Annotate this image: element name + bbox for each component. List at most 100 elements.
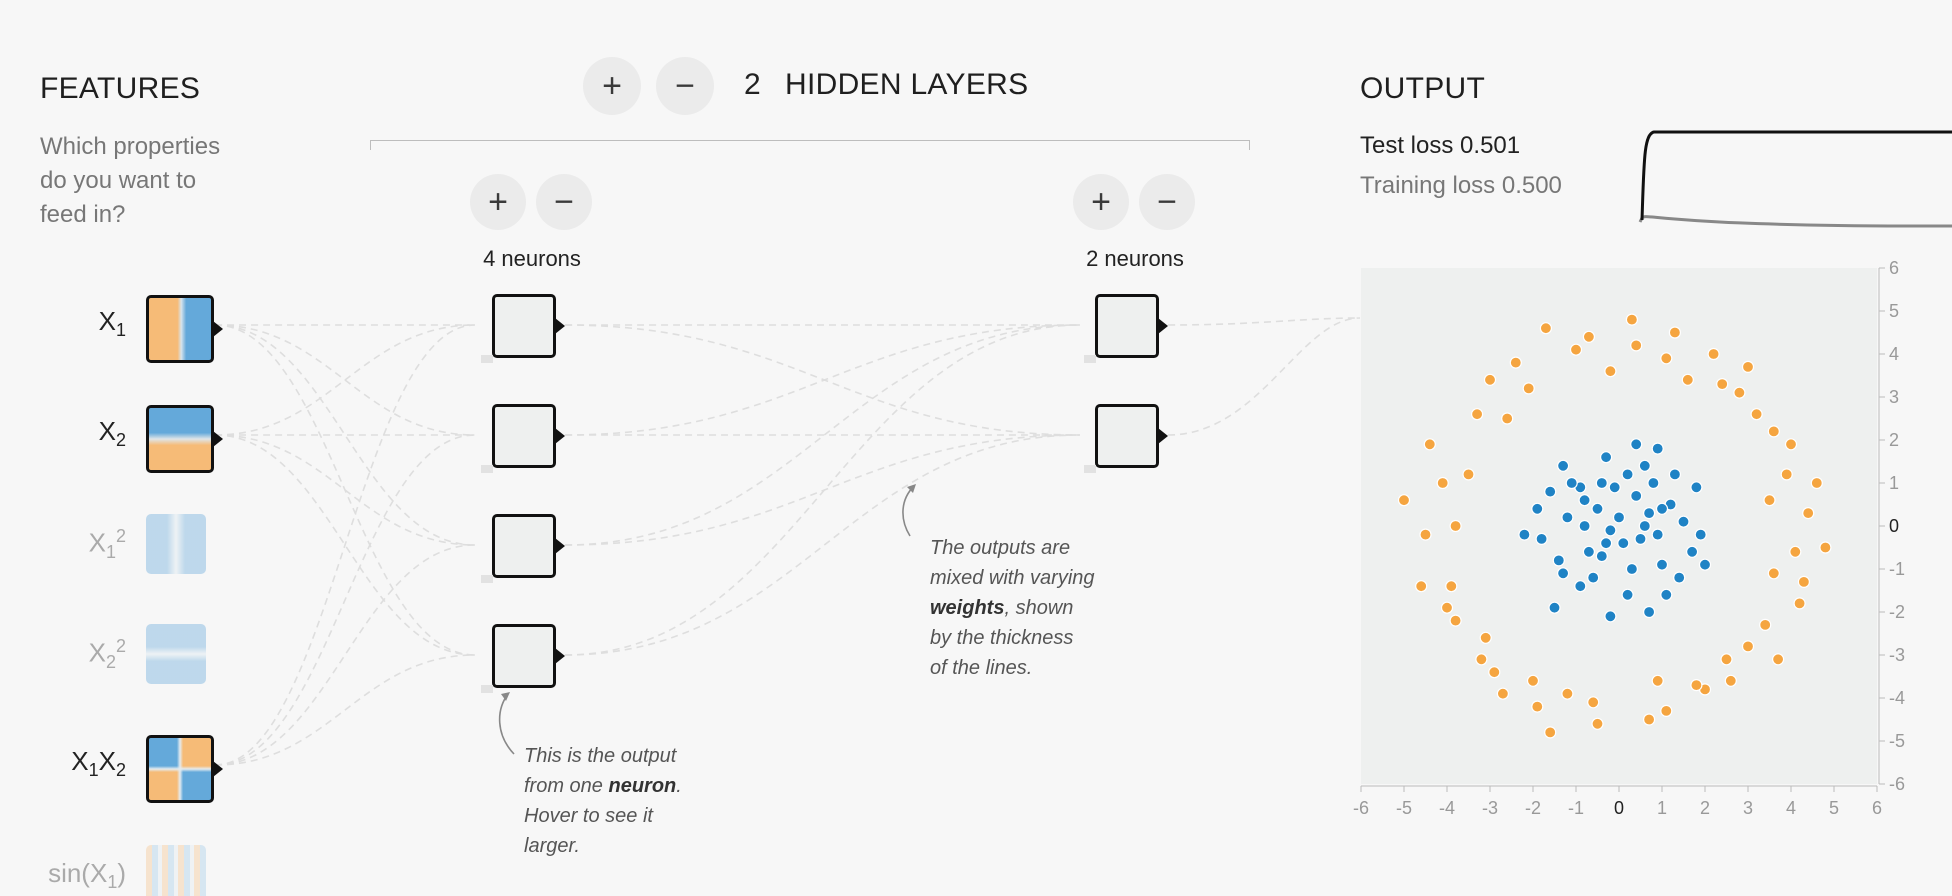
- x-tick-label: 6: [1872, 798, 1882, 818]
- layer1-neuron[interactable]: [481, 624, 565, 693]
- layer1-neuron[interactable]: [481, 404, 565, 473]
- weights-annotation: The outputs are mixed with varying weigh…: [930, 533, 1095, 683]
- hidden-layers-bracket: [370, 140, 1250, 150]
- data-point-orange: [1784, 438, 1798, 451]
- feature-label-base: X: [88, 527, 106, 558]
- data-point-blue: [1557, 459, 1570, 472]
- x-tick-label: -6: [1353, 798, 1369, 818]
- x-tick-label: -4: [1439, 798, 1455, 818]
- feature-label-sub2: 2: [115, 760, 126, 781]
- features-subtitle: Which properties do you want to feed in?: [40, 130, 220, 232]
- data-point-orange: [1440, 601, 1454, 614]
- feature-label-sup: 2: [115, 636, 126, 656]
- feature-label-sub: 1: [105, 541, 116, 562]
- feature-label-sub: 2: [115, 430, 126, 451]
- data-point-orange: [1569, 343, 1583, 356]
- features-title: FEATURES: [40, 72, 201, 105]
- data-point-blue: [1535, 532, 1548, 545]
- weights-annotation-line: The outputs are: [930, 537, 1071, 559]
- data-point-blue: [1621, 468, 1634, 481]
- neuron-annotation-line: This is the output: [524, 745, 677, 767]
- feature-x1-squared-button[interactable]: [146, 514, 206, 574]
- data-point-orange: [1772, 653, 1785, 666]
- data-point-orange: [1488, 666, 1501, 679]
- connector-arrow: [213, 431, 223, 447]
- y-tick-label: 1: [1889, 473, 1899, 493]
- data-point-blue: [1655, 502, 1669, 515]
- data-point-blue: [1561, 511, 1574, 524]
- add-layer-button[interactable]: +: [583, 57, 641, 115]
- data-point-blue: [1647, 476, 1660, 490]
- layer2-neuron[interactable]: [1084, 404, 1168, 473]
- data-point-orange: [1660, 352, 1673, 365]
- data-point-blue: [1548, 601, 1561, 614]
- feature-x1x2-button[interactable]: [146, 735, 223, 803]
- y-tick-label: -4: [1889, 688, 1905, 708]
- data-point-blue: [1595, 550, 1608, 563]
- data-point-orange: [1789, 545, 1802, 558]
- y-tick-label: -3: [1889, 645, 1905, 665]
- x-tick-label: 5: [1829, 798, 1839, 818]
- data-point-blue: [1698, 558, 1712, 571]
- data-point-blue: [1604, 610, 1617, 623]
- feature-x1-button[interactable]: [146, 295, 223, 363]
- neuron-annotation: This is the output from one neuron. Hove…: [524, 741, 682, 861]
- layer2-neuron[interactable]: [1084, 294, 1168, 363]
- data-point-orange: [1668, 326, 1681, 339]
- data-point-orange: [1625, 313, 1638, 326]
- data-points: [1397, 313, 1832, 739]
- data-point-orange: [1449, 519, 1462, 533]
- hidden-layers-title: HIDDEN LAYERS: [785, 68, 1029, 101]
- data-point-blue: [1604, 524, 1617, 537]
- feature-label-sub: 1: [115, 320, 126, 341]
- y-tick-label: 4: [1889, 344, 1899, 364]
- data-point-blue: [1531, 502, 1544, 515]
- remove-neuron-layer2-button[interactable]: −: [1139, 174, 1195, 230]
- data-point-orange: [1531, 700, 1544, 713]
- data-point-orange: [1741, 360, 1755, 374]
- data-point-orange: [1643, 713, 1656, 726]
- remove-layer-button[interactable]: −: [656, 57, 714, 115]
- data-point-blue: [1518, 528, 1531, 541]
- neuron-annotation-line: from one neuron.: [524, 771, 682, 801]
- layer1-neuron[interactable]: [481, 294, 565, 363]
- feature-label-x1: X1: [36, 306, 126, 341]
- feature-label-x1-squared: X12: [36, 526, 126, 563]
- data-point-orange: [1445, 580, 1458, 593]
- weights-annotation-line: of the lines.: [930, 657, 1033, 679]
- add-neuron-layer2-button[interactable]: +: [1073, 174, 1129, 230]
- data-point-orange: [1660, 704, 1673, 717]
- data-point-blue: [1651, 528, 1664, 541]
- connector-arrow: [213, 761, 223, 777]
- data-point-blue: [1694, 528, 1707, 541]
- add-neuron-layer1-button[interactable]: +: [470, 174, 526, 230]
- connector-arrow: [555, 648, 565, 664]
- weights-annotation-line: by the thickness: [930, 627, 1074, 649]
- data-point-blue: [1591, 502, 1604, 515]
- weights-emphasis: weights: [930, 597, 1005, 619]
- data-point-blue: [1612, 511, 1626, 524]
- data-point-blue: [1557, 567, 1570, 580]
- feature-sin-x1-button[interactable]: [146, 845, 206, 896]
- layer1-neuron[interactable]: [481, 514, 565, 583]
- test-loss-curve: [1640, 130, 1952, 221]
- data-point-orange: [1436, 476, 1449, 490]
- data-point-orange: [1582, 330, 1595, 343]
- hidden-layer-count: 2: [744, 68, 761, 101]
- data-point-orange: [1651, 674, 1664, 687]
- feature-x2-button[interactable]: [146, 405, 223, 473]
- data-point-orange: [1561, 687, 1574, 700]
- x-tick-label: 4: [1786, 798, 1796, 818]
- remove-neuron-layer1-button[interactable]: −: [536, 174, 592, 230]
- feature-x2-squared-button[interactable]: [146, 624, 206, 684]
- data-point-orange: [1630, 339, 1643, 352]
- data-point-orange: [1763, 494, 1776, 507]
- output-title: OUTPUT: [1360, 72, 1486, 105]
- data-point-blue: [1630, 438, 1643, 451]
- data-point-orange: [1509, 356, 1522, 369]
- test-loss-value: 0.501: [1460, 132, 1521, 159]
